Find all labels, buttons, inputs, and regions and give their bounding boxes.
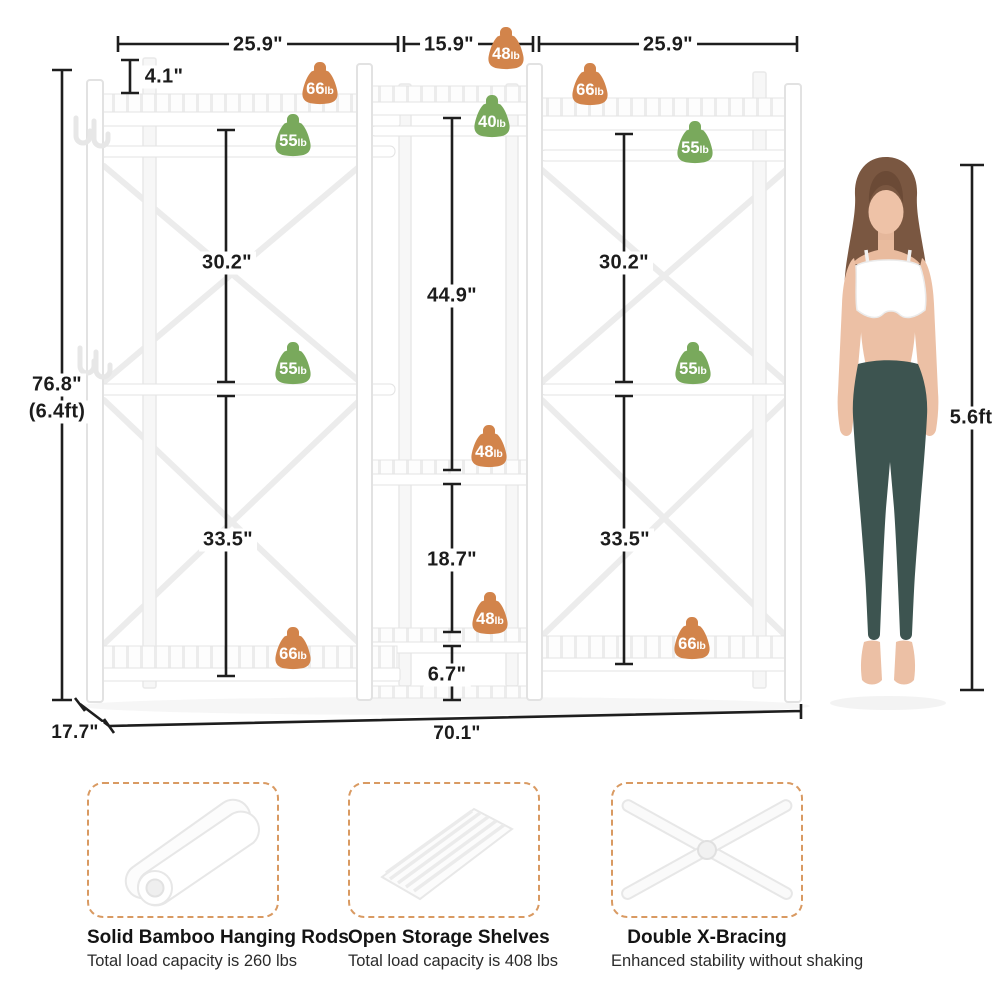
x-bracing-icon [621, 799, 793, 900]
feature-thumb [87, 782, 279, 918]
dim-top-right-width: 25.9" [639, 33, 697, 57]
feature-card-x-bracing: Double X-Bracing Enhanced stability with… [611, 782, 864, 971]
left-middle-rod [94, 383, 396, 396]
weight-icon [474, 95, 510, 138]
dim-model-height: 5.6ft [945, 406, 997, 430]
right-middle-rod [539, 383, 796, 396]
weight-icon [674, 617, 710, 660]
garment-rack-diagram [52, 36, 984, 734]
feature-thumb [348, 782, 540, 918]
rack-back-posts [142, 57, 767, 689]
rack-front-posts [86, 63, 802, 703]
weight-icon [488, 27, 524, 70]
weight-icon [472, 592, 508, 635]
feature-subtitle: Total load capacity is 408 lbs [348, 952, 559, 970]
feature-card-hanging-rods: Solid Bamboo Hanging Rods Total load cap… [87, 782, 349, 971]
x-bracing [101, 163, 789, 647]
feature-title: Double X-Bracing [627, 927, 787, 948]
feature-subtitle: Total load capacity is 260 lbs [87, 952, 298, 970]
weight-icon [675, 342, 711, 385]
weight-icon [572, 63, 608, 106]
dim-total-height-ft: (6.4ft) [24, 400, 90, 424]
left-hanging-rod [94, 145, 396, 158]
dim-total-height-in: 76.8" [28, 373, 86, 397]
dim-depth: 17.7" [47, 722, 103, 744]
feature-title: Solid Bamboo Hanging Rods [87, 927, 349, 948]
dim-total-width: 70.1" [429, 723, 485, 745]
hanging-rods-icon [124, 798, 260, 907]
feature-card-storage-shelves: Open Storage Shelves Total load capacity… [348, 782, 559, 971]
right-hanging-rod [539, 149, 796, 162]
dim-top-left-width: 25.9" [229, 33, 287, 57]
storage-shelf-icon [380, 807, 514, 901]
feature-title: Open Storage Shelves [348, 927, 550, 948]
dim-top-middle-width: 15.9" [420, 33, 478, 57]
dim-bottom-middle-gap: 6.7" [423, 663, 471, 687]
model-shadow [830, 696, 946, 710]
weight-icon [275, 114, 311, 157]
feature-subtitle: Enhanced stability without shaking [611, 952, 864, 970]
rack-shadow [80, 697, 810, 715]
dim-lower-left: 33.5" [199, 528, 257, 552]
weight-icon [471, 425, 507, 468]
weight-icon [677, 121, 713, 164]
dim-upper-left: 30.2" [198, 251, 256, 275]
dim-middle-upper: 44.9" [423, 284, 481, 308]
model-photo [837, 157, 939, 685]
side-hooks-icon [73, 115, 113, 380]
rack-shelves [91, 85, 800, 699]
dim-lower-right: 33.5" [596, 528, 654, 552]
weight-icon [302, 62, 338, 105]
dim-middle-lower: 18.7" [423, 548, 481, 572]
weight-icon [275, 627, 311, 670]
weight-icon [275, 342, 311, 385]
feature-thumb [611, 782, 803, 918]
dim-riser-height: 4.1" [140, 65, 188, 89]
dim-upper-right: 30.2" [595, 251, 653, 275]
